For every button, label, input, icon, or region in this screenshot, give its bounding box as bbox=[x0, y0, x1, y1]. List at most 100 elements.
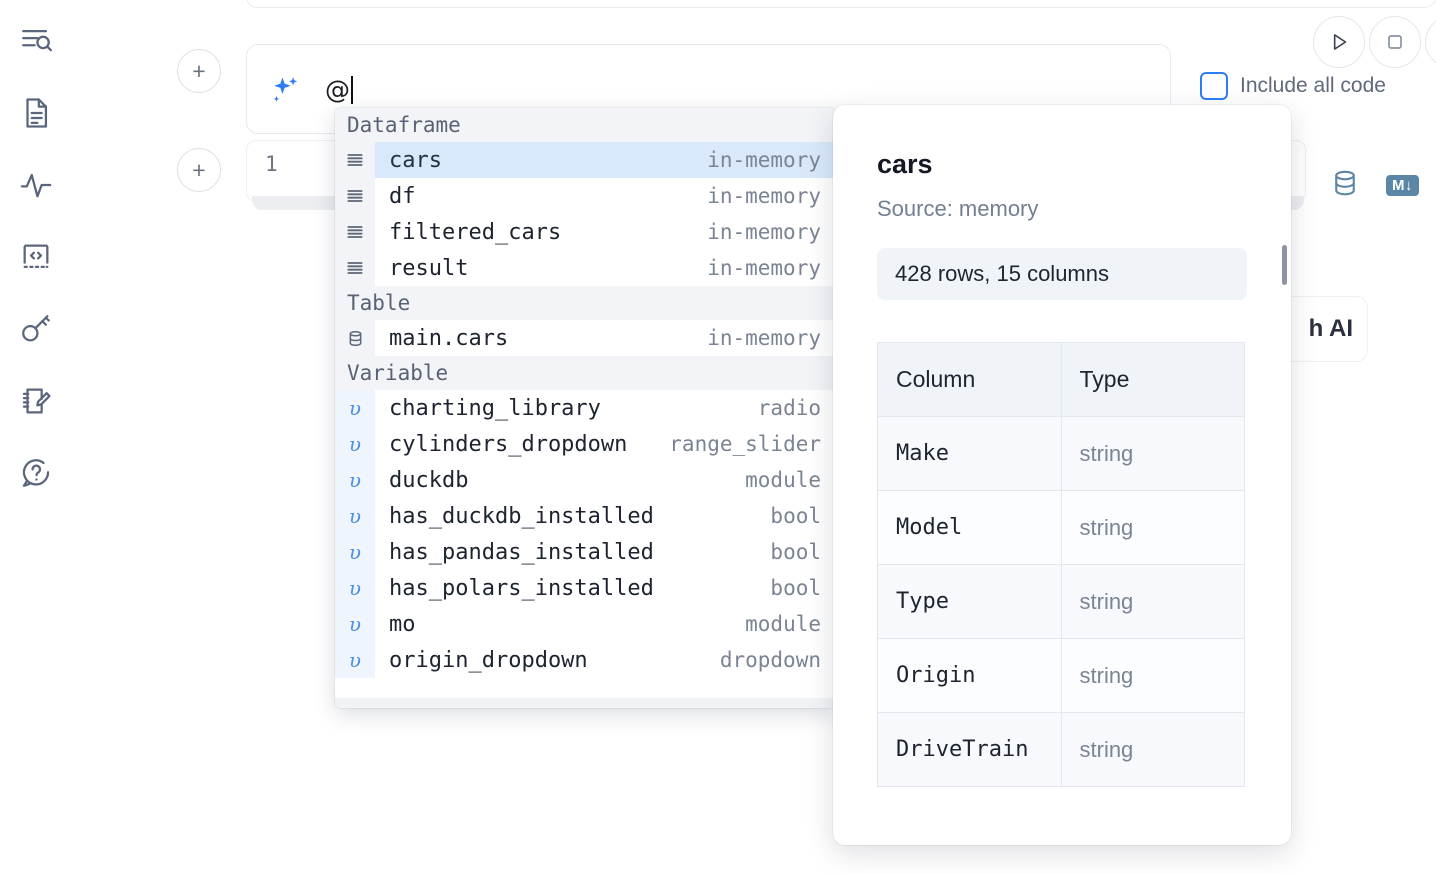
preview-title: cars bbox=[877, 149, 933, 179]
table-icon bbox=[335, 320, 375, 356]
preview-schema-table: Column Type Make string Model string Typ… bbox=[877, 342, 1245, 787]
item-type: bool bbox=[770, 576, 821, 600]
ai-prompt-value: @ bbox=[325, 75, 350, 104]
sparkles-icon bbox=[269, 73, 303, 107]
more-options-button[interactable] bbox=[1425, 16, 1436, 68]
item-type: in-memory bbox=[707, 184, 821, 208]
item-name: mo bbox=[389, 611, 416, 637]
markdown-badge[interactable]: M↓ bbox=[1386, 175, 1419, 196]
cell-actions: M↓ bbox=[1330, 168, 1419, 203]
cell-column-name: Model bbox=[877, 490, 1062, 565]
text-caret bbox=[351, 76, 353, 104]
dropdown-item-duckdb[interactable]: υ duckdb module bbox=[335, 462, 835, 498]
code-snippets-icon[interactable] bbox=[13, 234, 59, 280]
include-all-code-row[interactable]: Include all code bbox=[1200, 72, 1386, 100]
item-type: dropdown bbox=[719, 648, 821, 672]
item-type: bool bbox=[770, 504, 821, 528]
variable-icon: υ bbox=[335, 534, 375, 570]
add-cell-button-bottom[interactable]: + bbox=[177, 148, 221, 192]
cell-column-type: string bbox=[1060, 638, 1245, 713]
cell-column-name: Make bbox=[877, 416, 1062, 491]
autocomplete-dropdown[interactable]: Dataframe cars in-memory bbox=[335, 108, 835, 708]
dropdown-item-result[interactable]: result in-memory bbox=[335, 250, 835, 286]
dropdown-item-has-pandas-installed[interactable]: υ has_pandas_installed bool bbox=[335, 534, 835, 570]
item-name: has_duckdb_installed bbox=[389, 503, 654, 529]
item-name: df bbox=[389, 183, 416, 209]
key-secrets-icon[interactable] bbox=[13, 306, 59, 352]
dropdown-group-label: Dataframe bbox=[335, 108, 835, 142]
variable-icon: υ bbox=[335, 606, 375, 642]
activity-pulse-icon[interactable] bbox=[13, 162, 59, 208]
cell-column-type: string bbox=[1060, 712, 1245, 787]
table-row: Make string bbox=[877, 416, 1245, 491]
item-type: in-memory bbox=[707, 256, 821, 280]
item-name: cylinders_dropdown bbox=[389, 431, 628, 457]
database-icon[interactable] bbox=[1330, 168, 1360, 203]
item-type: radio bbox=[757, 396, 821, 420]
variable-icon: υ bbox=[335, 570, 375, 606]
variable-icon: υ bbox=[335, 498, 375, 534]
dataframe-icon bbox=[335, 178, 375, 214]
table-row: DriveTrain string bbox=[877, 712, 1245, 787]
file-document-icon[interactable] bbox=[13, 90, 59, 136]
variable-icon: υ bbox=[335, 390, 375, 426]
column-header-type: Type bbox=[1060, 342, 1245, 417]
table-row: Origin string bbox=[877, 638, 1245, 713]
dataframe-icon bbox=[335, 142, 375, 178]
dropdown-item-main-cars[interactable]: main.cars in-memory bbox=[335, 320, 835, 356]
stop-button[interactable] bbox=[1369, 16, 1421, 68]
table-row: Type string bbox=[877, 564, 1245, 639]
dataframe-icon bbox=[335, 250, 375, 286]
include-all-code-checkbox[interactable] bbox=[1200, 72, 1228, 100]
item-type: module bbox=[745, 468, 821, 492]
cell-column-name: Origin bbox=[877, 638, 1062, 713]
cell-column-name: DriveTrain bbox=[877, 712, 1062, 787]
dropdown-item-filtered-cars[interactable]: filtered_cars in-memory bbox=[335, 214, 835, 250]
cell-above-edge bbox=[246, 0, 1436, 8]
item-type: in-memory bbox=[707, 148, 821, 172]
notebook-edit-icon[interactable] bbox=[13, 378, 59, 424]
dropdown-item-charting-library[interactable]: υ charting_library radio bbox=[335, 390, 835, 426]
cell-column-type: string bbox=[1060, 416, 1245, 491]
cell-column-name: Type bbox=[877, 564, 1062, 639]
cell-column-type: string bbox=[1060, 490, 1245, 565]
dropdown-item-origin-dropdown[interactable]: υ origin_dropdown dropdown bbox=[335, 642, 835, 678]
dropdown-item-cylinders-dropdown[interactable]: υ cylinders_dropdown range_slider bbox=[335, 426, 835, 462]
item-name: origin_dropdown bbox=[389, 647, 588, 673]
item-name: duckdb bbox=[389, 467, 469, 493]
variable-icon: υ bbox=[335, 642, 375, 678]
item-type: module bbox=[745, 612, 821, 636]
sidebar-rail bbox=[0, 0, 72, 874]
outline-search-icon[interactable] bbox=[13, 18, 59, 64]
preview-source: Source: memory bbox=[877, 196, 1039, 221]
add-cell-button-top[interactable]: + bbox=[177, 49, 221, 93]
column-header-column: Column bbox=[877, 342, 1062, 417]
dropdown-item-cars[interactable]: cars in-memory bbox=[335, 142, 835, 178]
cell-column-type: string bbox=[1060, 564, 1245, 639]
item-name: has_pandas_installed bbox=[389, 539, 654, 565]
ai-prompt-input[interactable]: @ bbox=[325, 73, 353, 107]
dropdown-item-mo[interactable]: υ mo module bbox=[335, 606, 835, 642]
run-button[interactable] bbox=[1313, 16, 1365, 68]
item-type: in-memory bbox=[707, 326, 821, 350]
dropdown-scroll-fade bbox=[335, 698, 835, 708]
item-name: filtered_cars bbox=[389, 219, 562, 245]
dropdown-group-label: Variable bbox=[335, 356, 835, 390]
dropdown-item-has-duckdb-installed[interactable]: υ has_duckdb_installed bool bbox=[335, 498, 835, 534]
dataframe-icon bbox=[335, 214, 375, 250]
item-name: charting_library bbox=[389, 395, 601, 421]
item-name: result bbox=[389, 255, 469, 281]
item-type: in-memory bbox=[707, 220, 821, 244]
table-header-row: Column Type bbox=[877, 342, 1245, 417]
preview-scrollbar[interactable] bbox=[1282, 245, 1287, 285]
item-type: range_slider bbox=[669, 432, 821, 456]
help-chat-icon[interactable] bbox=[13, 450, 59, 496]
variable-icon: υ bbox=[335, 426, 375, 462]
line-number: 1 bbox=[265, 152, 278, 176]
dataframe-preview-panel: cars Source: memory 428 rows, 15 columns… bbox=[833, 105, 1291, 845]
dropdown-item-df[interactable]: df in-memory bbox=[335, 178, 835, 214]
item-type: bool bbox=[770, 540, 821, 564]
dropdown-item-has-polars-installed[interactable]: υ has_polars_installed bool bbox=[335, 570, 835, 606]
item-name: main.cars bbox=[389, 325, 509, 351]
